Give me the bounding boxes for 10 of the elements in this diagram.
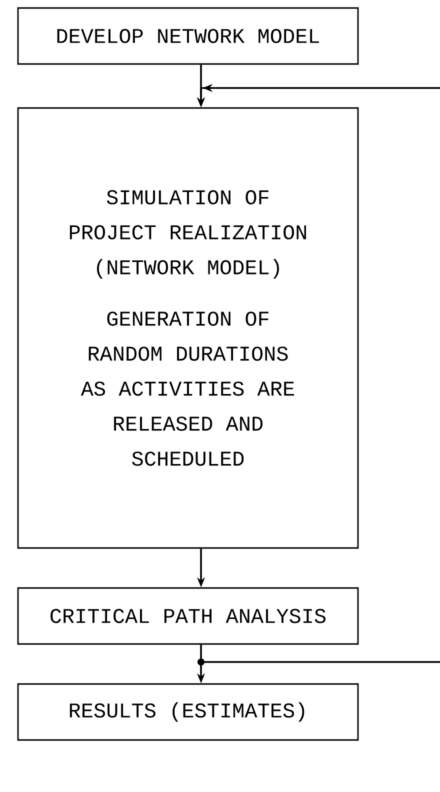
process-box [17, 683, 359, 741]
process-box [17, 587, 359, 645]
box-text: RESULTS (ESTIMATES) [70, 702, 304, 722]
box-text: DEVELOP NETWORK MODEL [57, 28, 319, 44]
box-text: GENERATION OF RANDOM DURATIONS AS ACTIVITIES ARE RELEASED AND SCHEDULED [80, 312, 294, 466]
arrow [197, 658, 440, 666]
process-box [17, 107, 359, 549]
process-box [17, 7, 359, 65]
box-text: CRITICAL PATH ANALYSIS [50, 608, 326, 624]
box-text: SIMULATION OF PROJECT REALIZATION (NETWORK MODEL) [70, 190, 306, 279]
